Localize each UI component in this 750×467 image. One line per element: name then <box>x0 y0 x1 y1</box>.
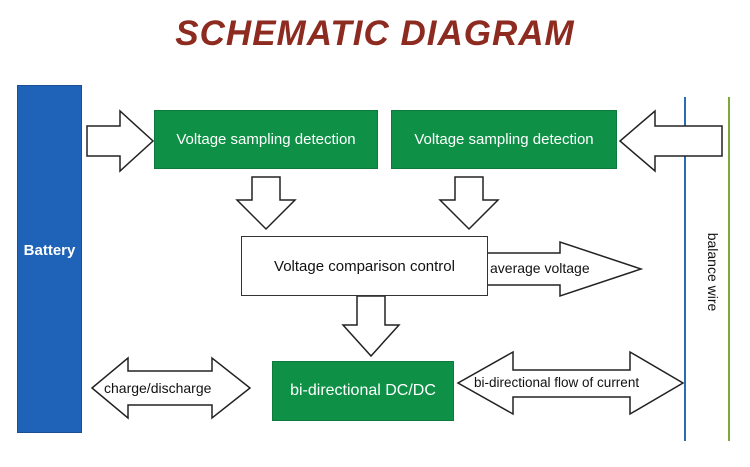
arrow-bidirectional-flow <box>456 350 685 416</box>
bidirectional-dcdc: bi-directional DC/DC <box>272 361 454 421</box>
arrow-sampling-right-down <box>438 176 500 231</box>
balance-wire-label: balance wire <box>705 232 721 312</box>
arrow-wire-to-sampling <box>618 109 723 173</box>
battery-block: Battery <box>17 85 82 433</box>
arrow-comparison-to-dcdc <box>341 295 401 358</box>
voltage-comparison-control: Voltage comparison control <box>241 236 488 296</box>
voltage-comparison-label: Voltage comparison control <box>274 257 455 275</box>
bidirectional-flow-label: bi-directional flow of current <box>474 375 640 390</box>
arrow-sampling-left-down <box>235 176 297 231</box>
charge-discharge-label: charge/discharge <box>104 380 212 396</box>
diagram-title: SCHEMATIC DIAGRAM <box>175 14 575 53</box>
average-voltage-label: average voltage <box>490 260 590 276</box>
voltage-sampling-left-label: Voltage sampling detection <box>176 131 356 148</box>
bidirectional-dcdc-label: bi-directional DC/DC <box>290 382 436 399</box>
battery-label: Battery <box>23 242 76 259</box>
voltage-sampling-right: Voltage sampling detection <box>391 110 617 169</box>
arrow-charge-discharge <box>90 356 252 420</box>
voltage-sampling-right-label: Voltage sampling detection <box>414 131 594 148</box>
voltage-sampling-left: Voltage sampling detection <box>154 110 378 169</box>
arrow-battery-to-sampling <box>86 109 155 173</box>
arrow-average-voltage <box>486 240 644 298</box>
